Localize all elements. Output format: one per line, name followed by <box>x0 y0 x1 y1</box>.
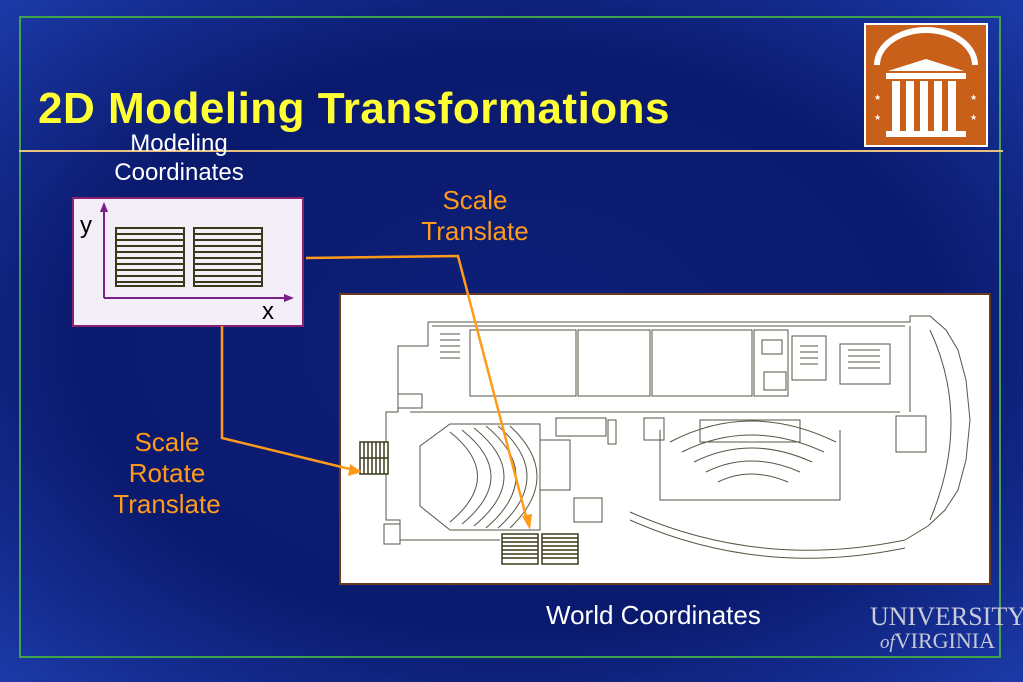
slide-frame <box>19 16 1001 658</box>
title-underline <box>19 150 1003 152</box>
transform-top-line2: Translate <box>421 216 529 247</box>
floor-plan-drawing <box>383 315 971 559</box>
transform-top-line1: Scale <box>442 185 508 215</box>
transform-left-line2: Rotate <box>128 458 206 489</box>
axis-x-label: x <box>262 298 274 325</box>
modeling-label-line2: Coordinates <box>114 158 244 186</box>
rotunda-logo-icon: ★ ★ ★ ★ <box>864 23 988 147</box>
transform-label-left: Scale Rotate Translate <box>96 427 238 521</box>
model-axes <box>100 202 294 302</box>
university-line2: VIRGINIA <box>894 628 995 653</box>
svg-text:★: ★ <box>970 113 977 122</box>
placed-bleachers-left <box>359 441 389 475</box>
svg-text:★: ★ <box>874 93 881 102</box>
university-of: of <box>880 632 895 653</box>
world-coordinate-box <box>339 293 991 585</box>
rotunda-logo-drawing: ★ ★ ★ ★ <box>866 25 986 145</box>
modeling-coordinates-label: Modeling Coordinates <box>96 130 262 188</box>
slide-title: 2D Modeling Transformations <box>38 84 671 133</box>
university-wordmark: UNIVERSITY ofVIRGINIA <box>870 602 1023 653</box>
transform-arrow-top <box>305 254 532 530</box>
transform-arrow-left <box>220 326 362 476</box>
bleachers-icon <box>115 227 263 287</box>
modeling-coordinate-box <box>72 197 304 327</box>
placed-bleachers-bottom <box>501 533 579 565</box>
world-coordinates-label: World Coordinates <box>546 600 761 630</box>
transform-left-line3: Translate <box>113 489 221 520</box>
svg-text:★: ★ <box>874 113 881 122</box>
transform-left-line1: Scale <box>134 427 200 457</box>
modeling-label-line1: Modeling <box>130 130 228 157</box>
axis-y-label: y <box>80 212 92 239</box>
transform-label-top: Scale Translate <box>400 185 550 247</box>
university-line1: UNIVERSITY <box>870 602 1023 631</box>
svg-text:★: ★ <box>970 93 977 102</box>
